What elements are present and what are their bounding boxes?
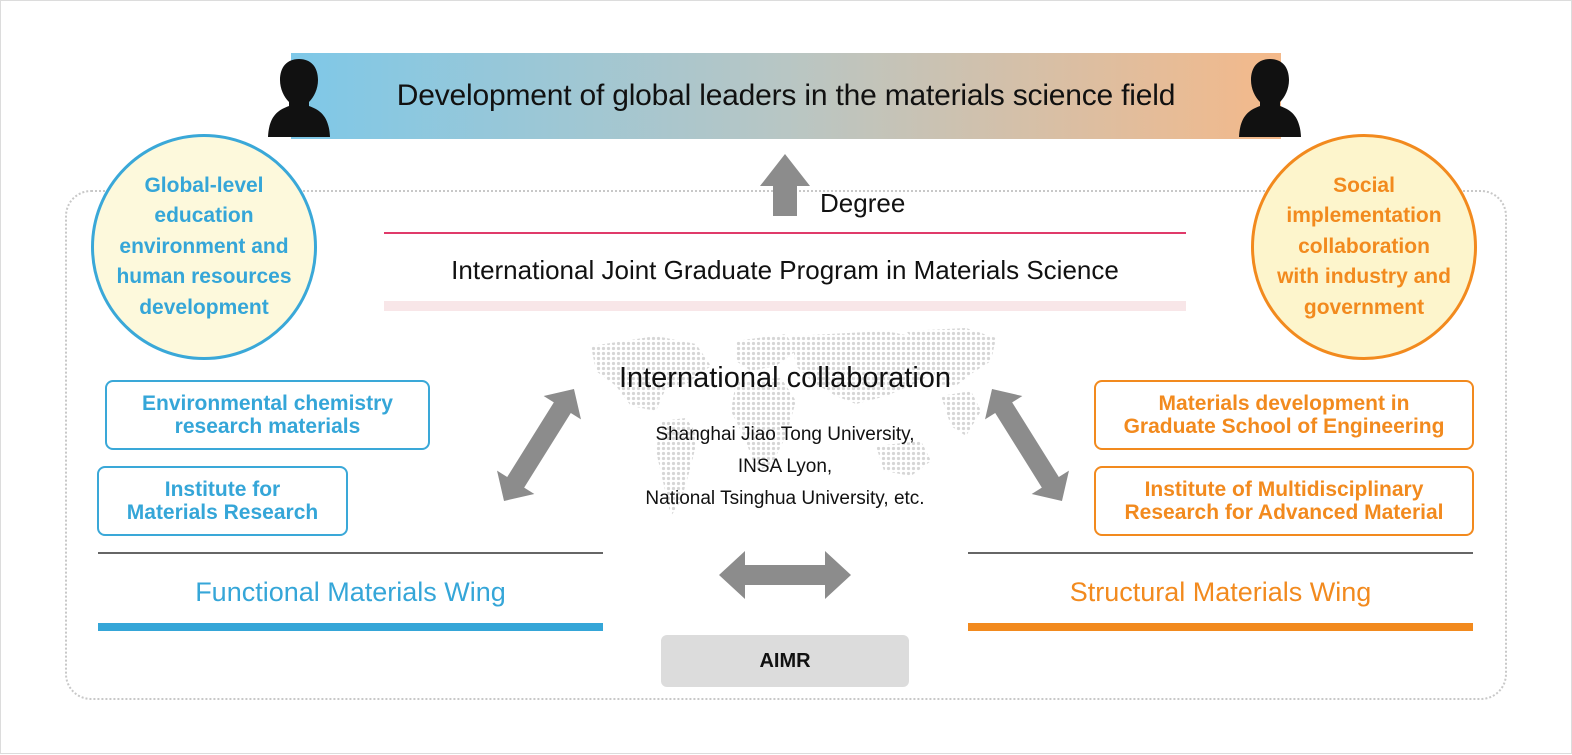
institute-materials-research-box: Institute for Materials Research: [97, 466, 348, 536]
university-item: Shanghai Jiao Tong University,: [655, 424, 915, 445]
functional-wing-label: Functional Materials Wing: [195, 577, 506, 607]
functional-wing-divider: [98, 552, 603, 554]
program-top-line: [384, 232, 1186, 234]
double-arrow-icon: [719, 551, 851, 599]
box-line: Institute of Multidisciplinary: [1144, 478, 1424, 501]
box-line: research materials: [174, 415, 361, 438]
up-arrow-icon: [760, 154, 810, 216]
box-line: Materials development in: [1158, 392, 1410, 415]
environmental-chemistry-box: Environmental chemistry research materia…: [105, 380, 430, 450]
structural-wing-label: Structural Materials Wing: [1069, 577, 1372, 607]
box-line: Research for Advanced Material: [1124, 501, 1444, 524]
circle-line: implementation: [1286, 204, 1442, 228]
world-map-icon: [591, 328, 996, 516]
box-line: Graduate School of Engineering: [1123, 415, 1445, 438]
global-education-circle: Global-level education environment and h…: [91, 134, 317, 360]
collaboration-title: International collaboration: [618, 362, 952, 394]
box-line: Institute for: [164, 478, 281, 501]
banner-title: Development of global leaders in the mat…: [396, 79, 1176, 112]
box-line: Environmental chemistry: [142, 392, 393, 415]
program-underline-bar: [384, 301, 1186, 311]
structural-wing-bar: [968, 623, 1473, 631]
aimr-box: AIMR: [661, 635, 909, 687]
multidisciplinary-institute-box: Institute of Multidisciplinary Research …: [1094, 466, 1474, 536]
leaders-banner: [291, 53, 1281, 139]
university-item: INSA Lyon,: [737, 456, 833, 477]
circle-line: Social: [1333, 173, 1395, 197]
double-arrow-icon: [497, 389, 581, 501]
person-silhouette-icon: [268, 59, 330, 137]
circle-line: Global-level: [144, 173, 264, 197]
circle-line: collaboration: [1298, 234, 1430, 258]
university-list: Shanghai Jiao Tong University, INSA Lyon…: [541, 419, 1029, 515]
materials-development-box: Materials development in Graduate School…: [1094, 380, 1474, 450]
program-title: International Joint Graduate Program in …: [451, 255, 1119, 285]
circle-line: development: [139, 295, 269, 319]
circle-line: human resources: [116, 265, 292, 289]
university-item: National Tsinghua University, etc.: [645, 488, 925, 509]
box-line: Materials Research: [126, 501, 319, 524]
person-silhouette-icon: [1239, 59, 1301, 137]
social-implementation-circle: Social implementation collaboration with…: [1251, 134, 1477, 360]
degree-label: Degree: [820, 188, 906, 218]
circle-line: education: [154, 204, 254, 228]
circle-line: government: [1303, 295, 1425, 319]
circle-line: environment and: [119, 234, 289, 258]
double-arrow-icon: [985, 389, 1069, 501]
functional-wing-bar: [98, 623, 603, 631]
circle-line: with industry and: [1277, 265, 1451, 289]
structural-wing-divider: [968, 552, 1473, 554]
